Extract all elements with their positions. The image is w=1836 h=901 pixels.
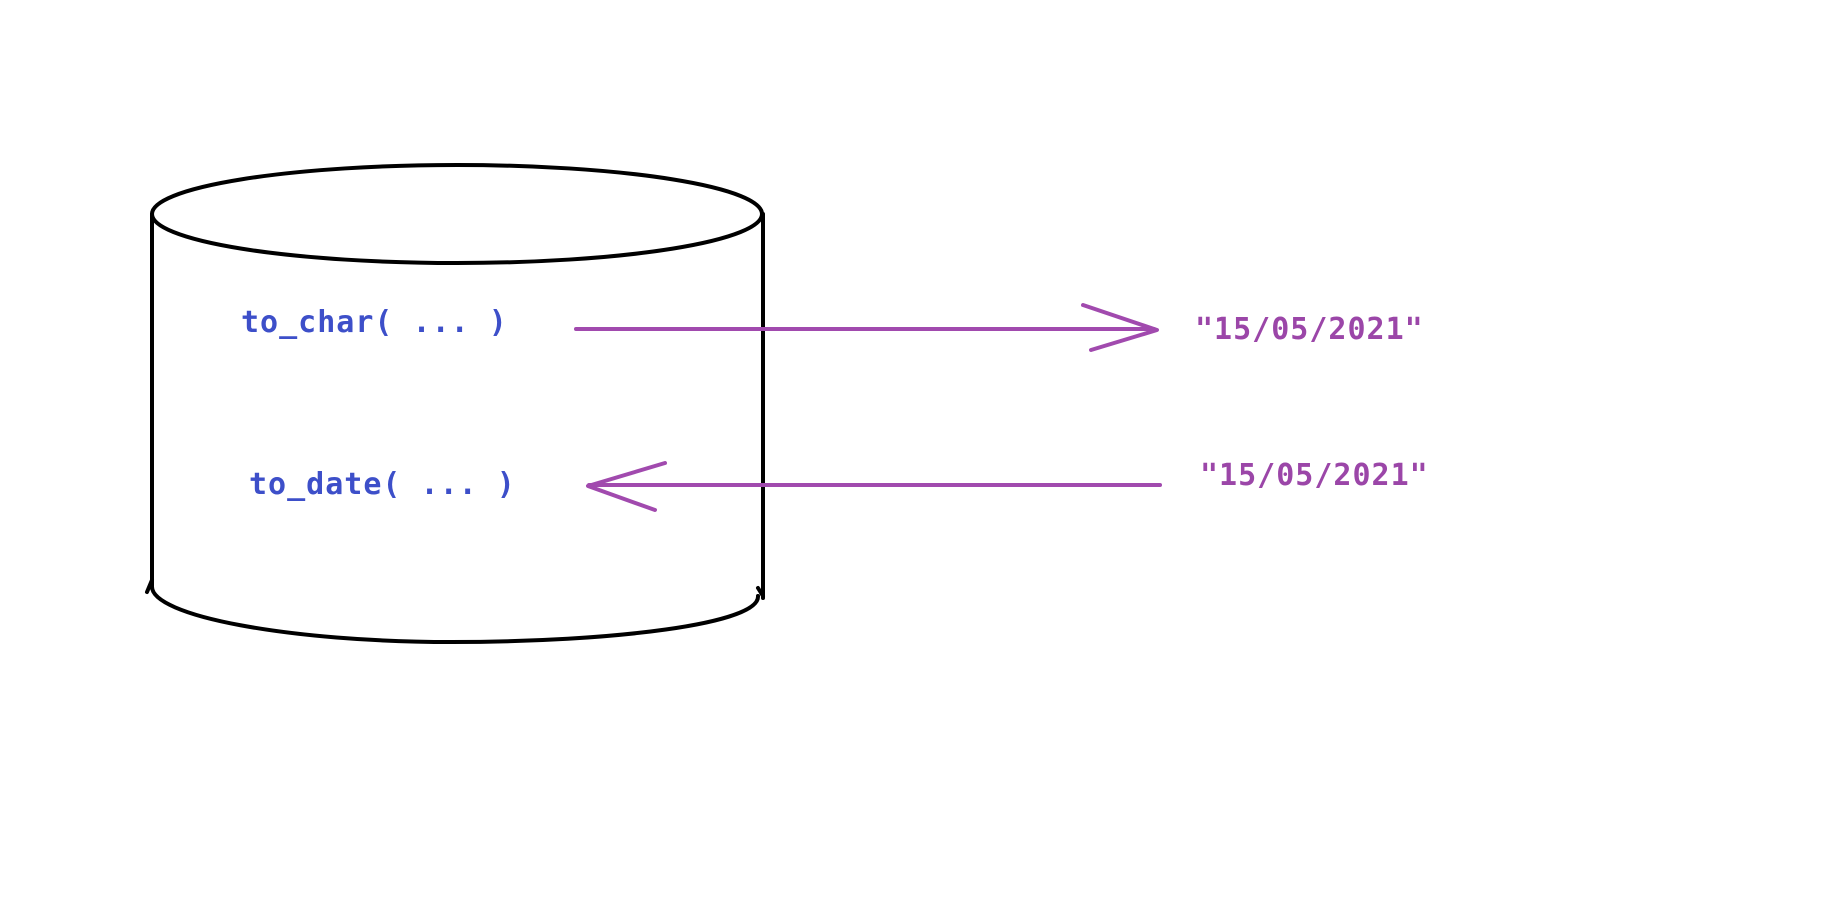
output-date-value: "15/05/2021" (1195, 312, 1424, 347)
cylinder-left-corner (145, 578, 154, 594)
database-cylinder-icon (145, 163, 765, 644)
to-char-arrow (574, 303, 1159, 352)
to-char-label: to_char( ... ) (241, 305, 508, 340)
cylinder-right-corner (756, 586, 765, 598)
to-char-arrowhead (1081, 303, 1159, 352)
cylinder-bottom (149, 584, 761, 644)
to-date-arrow (586, 461, 1162, 512)
input-date-value: "15/05/2021" (1200, 458, 1429, 493)
to-date-label: to_date( ... ) (249, 467, 516, 502)
to-date-arrowhead (586, 461, 667, 512)
cylinder-top (150, 163, 764, 265)
